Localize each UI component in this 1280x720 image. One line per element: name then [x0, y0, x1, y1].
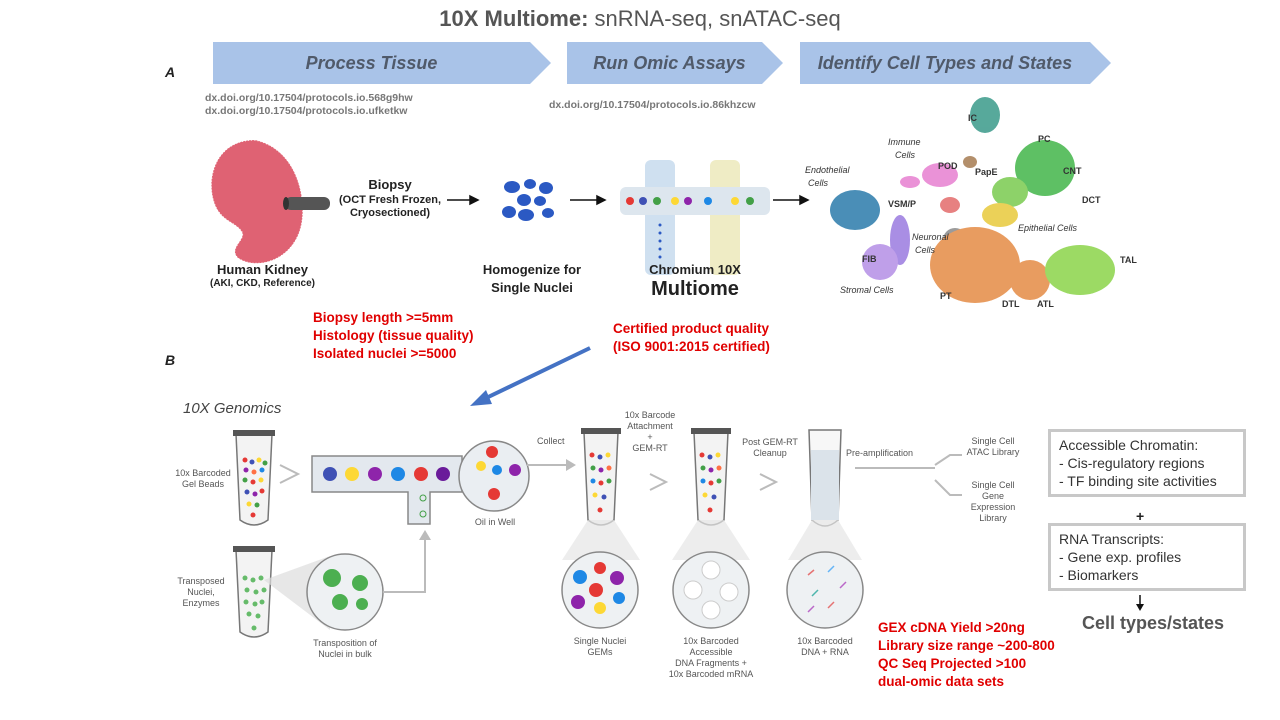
qc-left-item: Biopsy length >=5mm [313, 310, 454, 325]
qc-mid-list: Certified product quality (ISO 9001:2015… [613, 320, 770, 356]
doi-assay[interactable]: dx.doi.org/10.17504/protocols.io.86khzcw [549, 99, 756, 111]
biopsy-sublabel-1: (OCT Fresh Frozen, [338, 194, 442, 206]
panel-label-b: B [165, 352, 176, 368]
umap-label-vsmp: VSM/P [888, 199, 917, 209]
umap-label-stromal: Stromal Cells [840, 285, 894, 295]
umap-label-endothelial-2: Cells [808, 178, 829, 188]
umap-label-epithelial: Epithelial Cells [1018, 223, 1078, 233]
umap-label-cnt: CNT [1063, 166, 1082, 176]
qc-left-item: Isolated nuclei >=5000 [313, 346, 457, 361]
preamp-label: Pre-amplification [846, 448, 914, 458]
umap-label-pc: PC [1038, 134, 1051, 144]
accessible-chromatin-box: Accessible Chromatin: - Cis-regulatory r… [1048, 429, 1246, 497]
chromatin-title: Accessible Chromatin: [1059, 437, 1199, 453]
workflow-graphics [233, 428, 1144, 638]
kidney-illustration [210, 139, 330, 264]
umap-label-tal: TAL [1120, 255, 1137, 265]
banner-arrow-identify [800, 42, 1111, 84]
chromium-line-1: Chromium 10X [649, 262, 741, 277]
qc-bottom-list: GEX cDNA Yield >20ng Library size range … [878, 619, 1055, 691]
page-title: 10X Multiome: snRNA-seq, snATAC-seq [439, 6, 841, 31]
umap-label-pod: POD [938, 161, 958, 171]
umap-label-dtl: DTL [1002, 299, 1020, 309]
rna-item: - Biomarkers [1059, 567, 1139, 583]
qc-mid-item: Certified product quality [613, 321, 770, 336]
homogenize-line-2: Single Nuclei [491, 280, 573, 295]
banner-process-tissue: Process Tissue [305, 52, 438, 73]
biopsy-label: Biopsy [368, 177, 412, 192]
umap-label-dct: DCT [1082, 195, 1101, 205]
umap-label-neuronal-1: Neuronal [912, 232, 949, 242]
biopsy-sublabel-2: Cryosectioned) [349, 207, 431, 219]
rna-item: - Gene exp. profiles [1059, 549, 1182, 565]
qc-bottom-item: dual-omic data sets [878, 674, 1005, 689]
homogenize-line-1: Homogenize for [482, 262, 582, 277]
rna-transcripts-box: RNA Transcripts: - Gene exp. profiles - … [1048, 523, 1246, 591]
banner-arrow-process [213, 42, 551, 84]
umap-label-fib: FIB [862, 254, 877, 264]
rna-title: RNA Transcripts: [1059, 531, 1165, 547]
doi-process-2[interactable]: dx.doi.org/10.17504/protocols.io.ufketkw [205, 105, 408, 117]
chromatin-item: - Cis-regulatory regions [1059, 455, 1205, 471]
umap-label-pape: PapE [975, 167, 998, 177]
kidney-label: Human Kidney [216, 262, 308, 277]
doi-process-1[interactable]: dx.doi.org/10.17504/protocols.io.568g9hw [205, 92, 413, 104]
umap-label-immune-2: Cells [895, 150, 916, 160]
banner-run-omic-assays: Run Omic Assays [593, 52, 746, 73]
umap-plot [830, 97, 1115, 303]
oil-in-well-label: Oil in Well [474, 517, 516, 527]
outcome-label: Cell types/states [1081, 613, 1225, 633]
qc-bottom-item: QC Seq Projected >100 [878, 656, 1027, 671]
chromatin-item: - TF binding site activities [1059, 473, 1217, 489]
banner-identify-cell-types: Identify Cell Types and States [817, 52, 1073, 73]
qc-bottom-item: GEX cDNA Yield >20ng [878, 620, 1025, 635]
umap-label-immune-1: Immune [888, 137, 921, 147]
umap-label-ic: IC [968, 113, 977, 123]
collect-label: Collect [537, 436, 565, 446]
genomics-label: 10X Genomics [183, 400, 282, 417]
qc-left-item: Histology (tissue quality) [313, 328, 474, 343]
banner-arrow-assay [567, 42, 783, 84]
qc-mid-item: (ISO 9001:2015 certified) [613, 339, 770, 354]
qc-left-list: Biopsy length >=5mm Histology (tissue qu… [313, 309, 474, 363]
umap-label-endothelial-1: Endothelial [805, 165, 850, 175]
chromium-chip [620, 160, 770, 275]
umap-label-neuronal-2: Cells [915, 245, 936, 255]
chromium-line-2: Multiome [651, 278, 739, 300]
nuclei-dots [502, 179, 554, 221]
umap-label-pt: PT [940, 291, 952, 301]
kidney-sublabel: (AKI, CKD, Reference) [209, 278, 316, 289]
umap-label-atl: ATL [1037, 299, 1054, 309]
plus-sign: + [1136, 508, 1145, 524]
panel-label-a: A [165, 64, 176, 80]
qc-bottom-item: Library size range ~200-800 [878, 638, 1055, 653]
